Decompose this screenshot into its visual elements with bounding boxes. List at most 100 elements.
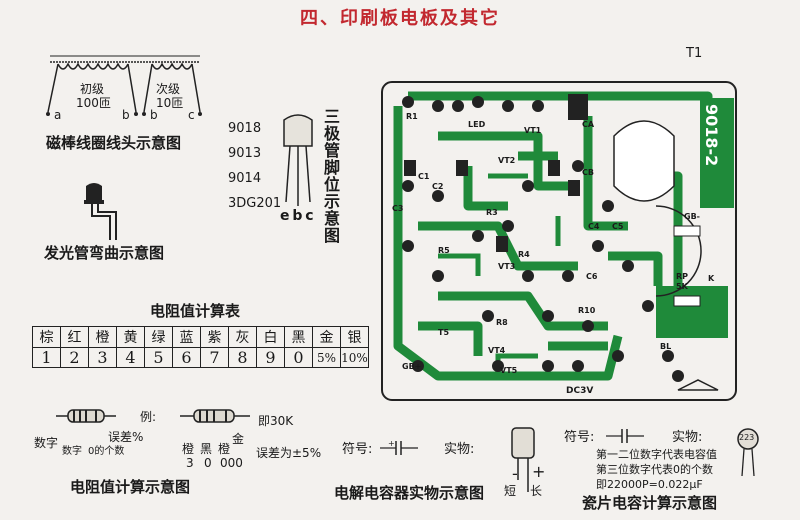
cer-symbol-label: 符号: [564,430,595,445]
color-cell: 橙 [88,326,117,348]
pcb-label: BL [660,342,672,351]
elec-plus: + [532,462,546,481]
color-cell: 绿 [144,326,173,348]
value-cell: 5% [312,347,341,368]
elec-symbol-label: 符号: [342,442,373,457]
color-cell: 棕 [32,326,61,348]
transistor-models: 9018 9013 9014 3DG201 [228,116,281,216]
pcb-label: C5 [612,222,624,231]
table-row-values: 1 2 3 4 5 6 7 8 9 0 5% 10% [32,347,369,368]
transistor-model: 9013 [228,146,262,161]
pcb-label: RP [676,272,689,281]
cer-caption: 瓷片电容计算示意图 [582,494,718,512]
color-cell: 蓝 [172,326,201,348]
cer-line1: 第一二位数字代表电容值 [596,448,717,461]
pcb-label: C2 [432,182,444,191]
value-cell: 6 [172,347,201,368]
res-digits-label: 数字 [34,436,59,450]
transistor-pins: e b c [280,208,314,224]
coil-caption: 磁棒线圈线头示意图 [46,134,182,152]
pcb-label: R1 [406,112,418,121]
color-cell: 银 [340,326,369,348]
cer-line3: 即22000P=0.022μF [596,478,703,491]
color-cell: 灰 [228,326,257,348]
pcb-label: VT1 [524,126,542,135]
value-cell: 5 [144,347,173,368]
pcb-label: DC3V [566,386,594,396]
color-cell: 黄 [116,326,145,348]
cer-cap-symbol-icon [606,429,644,443]
res-col1: 橙 [182,442,195,456]
cer-object-label: 实物: [672,430,703,445]
elec-long: 长 [530,484,543,498]
pcb-label: GB+ [402,362,422,371]
coil-diagram: 初级 100匝 次级 10匝 a b b c [40,50,210,130]
pcb-label: VT3 [498,262,516,271]
pcb-label: GB- [684,212,700,221]
value-cell: 4 [116,347,145,368]
coil-secondary: 次级 [156,82,181,96]
resistor-example-icon [180,409,250,423]
led-caption: 发光管弯曲示意图 [44,244,165,262]
pcb-label: C1 [418,172,430,181]
color-cell: 白 [256,326,285,348]
res-n2: 0 [204,456,212,470]
value-cell: 10% [340,347,369,368]
coil-term-b1: b [122,108,130,122]
pcb-label: T5 [438,328,450,337]
elec-object-label: 实物: [444,442,475,457]
transistor-caption: 三极管脚位示意图 [321,108,340,244]
resistor-example-caption: 电阻值计算示意图 [70,478,191,496]
cer-line2: 第三位数字代表0的个数 [596,463,713,476]
transistor-icon [283,114,313,206]
pcb-label: R3 [486,208,498,217]
res-equals: 即30K [258,414,294,428]
res-zeros-label: 0的个数 [88,446,125,457]
svg-text:+: + [388,439,395,448]
transistor-model: 9014 [228,171,262,186]
pcb-label: VT4 [488,346,506,355]
pcb-label: 5K [676,282,688,291]
pcb-label: LED [468,120,486,129]
elec-short: 短 [504,484,517,498]
coil-secondary-turns: 10匝 [156,96,184,110]
pcb-model: 9018-2 [702,104,721,167]
value-cell: 8 [228,347,257,368]
res-col3: 橙 [218,442,231,456]
res-digits-label2: 数字 [62,446,82,457]
res-col4: 金 [232,432,245,446]
pcb-board: 9018-2 T1 R1 LED VT1 CA CB R3 C3 R4 C4 C… [378,41,740,406]
page-title: 四、印刷板电板及其它 [300,8,500,29]
coil-term-b2: b [150,108,158,122]
value-cell: 1 [32,347,61,368]
pcb-label: R5 [438,246,450,255]
pcb-label: C3 [392,204,404,213]
value-cell: 3 [88,347,117,368]
color-cell: 黑 [284,326,313,348]
resistor-color-table: 棕 红 橙 黄 绿 蓝 紫 灰 白 黑 金 银 1 2 3 4 5 6 7 8 … [32,326,369,368]
pcb-label: R10 [578,306,596,315]
res-tolerance-label: 误差% [108,430,144,444]
pcb-label: CA [582,120,595,129]
elec-cap-symbol-icon: + [380,439,418,455]
color-cell: 金 [312,326,341,348]
res-col2: 黑 [200,442,213,456]
res-example-label: 例: [140,410,157,424]
value-cell: 9 [256,347,285,368]
res-n1: 3 [186,456,194,470]
cer-code: 223 [739,433,755,442]
led-icon [84,183,117,240]
res-tol: 误差为±5% [256,446,322,460]
value-cell: 0 [284,347,313,368]
table-row-colors: 棕 红 橙 黄 绿 蓝 紫 灰 白 黑 金 银 [32,326,369,348]
resistor-table-title: 电阻值计算表 [150,302,241,320]
cer-cap-icon [737,428,759,477]
coil-primary: 初级 [80,82,105,96]
elec-cap-icon [511,427,535,492]
pcb-label: C4 [588,222,600,231]
transistor-model: 3DG201 [228,196,282,211]
pcb-drawing [381,41,737,401]
pcb-t1: T1 [686,46,703,61]
color-cell: 紫 [200,326,229,348]
coil-primary-turns: 100匝 [76,96,111,110]
